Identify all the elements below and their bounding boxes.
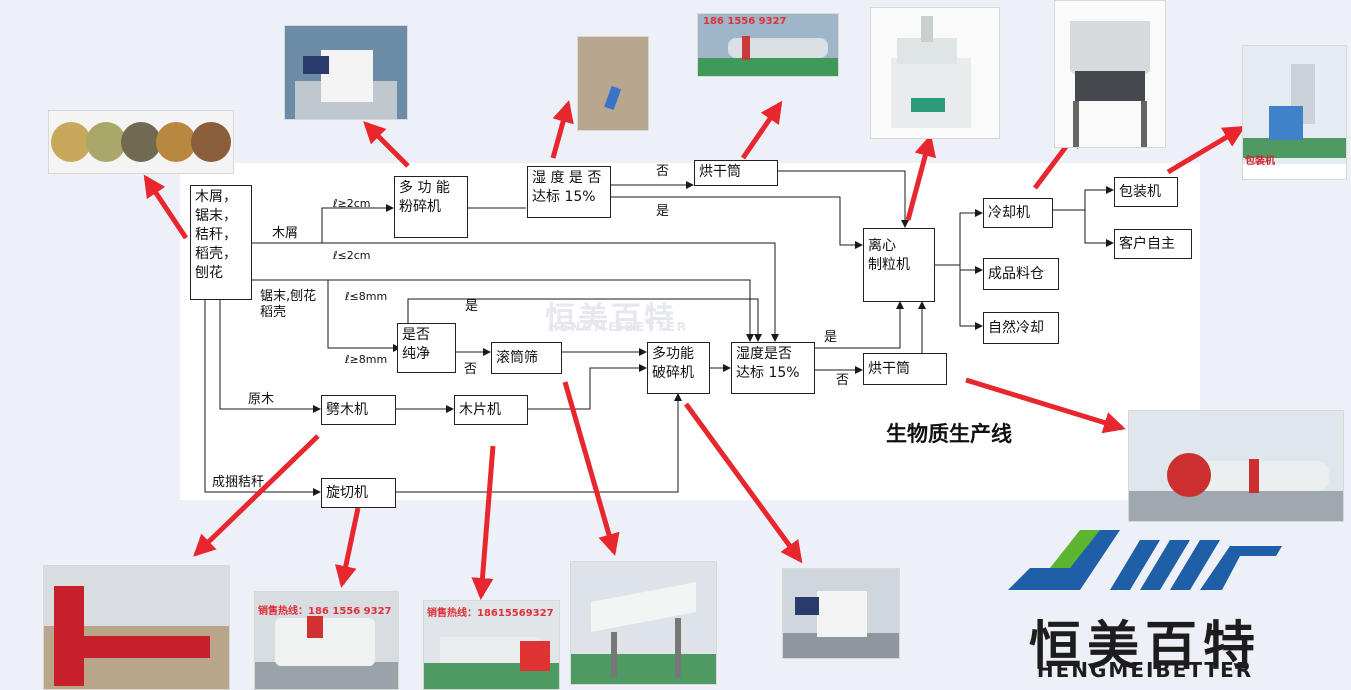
label-ge-2cm: ℓ≥2cm <box>333 197 371 210</box>
dryer-photo-right <box>1128 410 1344 522</box>
cooler-photo <box>1054 0 1166 148</box>
diagram-title: 生物质生产线 <box>886 421 1012 446</box>
label-le-8mm: ℓ≤8mm <box>345 290 388 303</box>
node-humidity-mid: 湿度是否 达标 15% <box>731 342 815 394</box>
node-finished-bin: 成品料仓 <box>983 258 1059 290</box>
node-pellet-mill: 离心 制粒机 <box>863 228 935 302</box>
label-logs: 原木 <box>248 392 275 407</box>
node-multi-crusher-top: 多 功 能 粉碎机 <box>394 176 468 238</box>
node-dryer-top: 烘干筒 <box>694 160 778 186</box>
logo-text-cn: 恒美百特 <box>1028 617 1261 677</box>
node-packer: 包装机 <box>1114 177 1178 207</box>
label-yes-top: 是 <box>656 204 670 219</box>
node-natural-cool: 自然冷却 <box>983 312 1059 344</box>
log-splitter-photo <box>43 565 230 690</box>
crusher-photo-top <box>284 25 408 120</box>
drum-screen-photo <box>570 561 717 685</box>
packer-caption: 包装机 <box>1245 156 1275 167</box>
hotline-dryer-top: 186 1556 9327 <box>703 16 787 27</box>
label-yes-clean: 是 <box>465 299 479 314</box>
company-logo-mark <box>1008 530 1282 590</box>
node-cooler: 冷却机 <box>983 198 1053 228</box>
node-rotary-cutter: 旋切机 <box>321 478 396 508</box>
node-is-clean: 是否 纯净 <box>397 323 456 373</box>
dryer-photo-top <box>697 13 839 77</box>
pellet-mill-photo <box>870 7 1000 139</box>
label-ge-8mm: ℓ≥8mm <box>345 353 388 366</box>
label-no-top: 否 <box>656 164 670 179</box>
logo-text-en: HENGMEIBETTER <box>1036 658 1254 682</box>
label-le-2cm: ℓ≤2cm <box>333 249 371 262</box>
label-sawdust: 木屑 <box>272 226 299 241</box>
watermark-en: HENGMEIBETTER <box>548 320 689 334</box>
label-no-clean: 否 <box>464 362 478 377</box>
rotary-cutter-photo <box>254 591 399 690</box>
node-multi-crusher-mid: 多功能 破碎机 <box>647 342 710 394</box>
node-humidity-top: 湿 度 是 否 达标 15% <box>527 166 611 218</box>
raw-materials-photo <box>48 110 234 174</box>
label-bales: 成捆秸秆 <box>212 475 265 490</box>
label-no-mid: 否 <box>836 373 850 388</box>
node-log-splitter: 劈木机 <box>321 395 396 425</box>
hotline-rotary-cutter: 销售热线：186 1556 9327 <box>258 606 392 617</box>
hotline-chipper: 销售热线：18615569327 <box>427 608 554 619</box>
node-dryer-mid: 烘干筒 <box>863 353 947 385</box>
watermark-cn: 恒美百特 <box>545 301 677 336</box>
node-customer: 客户自主 <box>1114 229 1192 259</box>
moisture-meter-photo <box>577 36 649 131</box>
packer-photo <box>1242 45 1347 180</box>
node-raw-materials: 木屑， 锯末， 秸秆， 稻壳， 刨花 <box>190 185 252 300</box>
label-sawdust-shavings-husk: 锯末,刨花 稻壳 <box>260 289 317 320</box>
node-drum-screen: 滚筒筛 <box>491 342 562 374</box>
label-yes-mid: 是 <box>824 330 838 345</box>
chipper-photo <box>423 600 560 690</box>
crusher-photo-bottom <box>782 568 900 659</box>
node-chipper: 木片机 <box>454 395 528 425</box>
